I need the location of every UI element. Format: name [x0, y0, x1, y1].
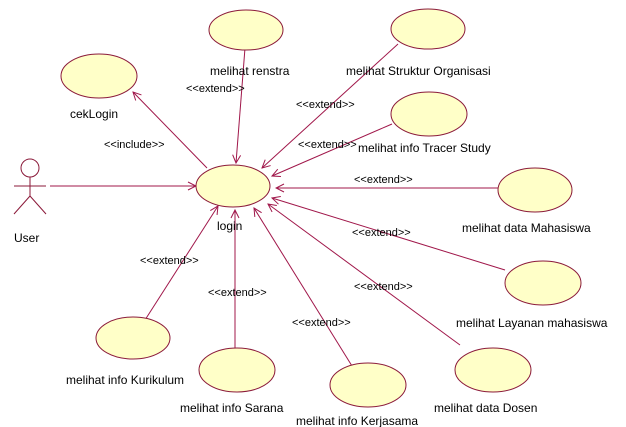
usecase-renstra	[208, 9, 284, 51]
usecase-login-label: login	[217, 219, 242, 233]
stereotype-extend-mahasiswa: <<extend>>	[354, 174, 413, 186]
usecase-struktur	[390, 8, 466, 50]
usecase-mahasiswa-label: melihat data Mahasiswa	[462, 221, 591, 235]
usecase-dosen-label: melihat data Dosen	[434, 401, 537, 415]
relationships	[50, 43, 506, 367]
usecase-ceklogin	[60, 53, 138, 99]
stereotype-extend-dosen: <<extend>>	[354, 281, 413, 293]
usecase-login	[195, 164, 271, 208]
user-actor	[13, 158, 47, 215]
usecase-tracer-label: melihat info Tracer Study	[358, 141, 491, 155]
edge-struktur-login	[262, 43, 399, 168]
stereotype-extend-sarana: <<extend>>	[208, 287, 267, 299]
edge-kurikulum-login	[144, 206, 218, 321]
stereotype-extend-struktur: <<extend>>	[296, 99, 355, 111]
stereotype-include-ceklogin: <<include>>	[104, 139, 165, 151]
usecase-dosen	[454, 347, 532, 393]
user-actor-label: User	[14, 231, 39, 245]
usecase-layanan-label: melihat Layanan mahasiswa	[456, 316, 608, 330]
usecase-layanan	[504, 260, 582, 306]
stereotype-extend-tracer: <<extend>>	[298, 139, 357, 151]
edge-tracer-login	[272, 123, 393, 176]
stereotype-extend-kerjasama: <<extend>>	[292, 317, 351, 329]
usecase-sarana-label: melihat info Sarana	[180, 401, 284, 415]
edge-login-ceklogin	[133, 92, 208, 169]
stereotype-extend-kurikulum: <<extend>>	[140, 255, 199, 267]
usecase-kerjasama-label: melihat info Kerjasama	[296, 414, 418, 427]
usecase-ceklogin-label: cekLogin	[70, 107, 118, 121]
usecase-sarana	[198, 347, 276, 393]
edge-kerjasama-login	[254, 208, 353, 367]
edge-layanan-login	[272, 198, 506, 271]
usecase-struktur-label: melihat Struktur Organisasi	[346, 64, 491, 78]
usecase-renstra-label: melihat renstra	[210, 64, 290, 78]
usecase-mahasiswa	[497, 167, 573, 213]
stereotype-extend-layanan: <<extend>>	[352, 227, 411, 239]
usecase-kurikulum	[95, 316, 171, 360]
usecase-tracer	[390, 91, 468, 137]
edge-dosen-login	[268, 204, 461, 346]
usecase-kerjasama	[329, 362, 407, 408]
usecase-kurikulum-label: melihat info Kurikulum	[66, 373, 184, 387]
stereotype-extend-renstra: <<extend>>	[186, 83, 245, 95]
edge-renstra-login	[236, 47, 246, 163]
